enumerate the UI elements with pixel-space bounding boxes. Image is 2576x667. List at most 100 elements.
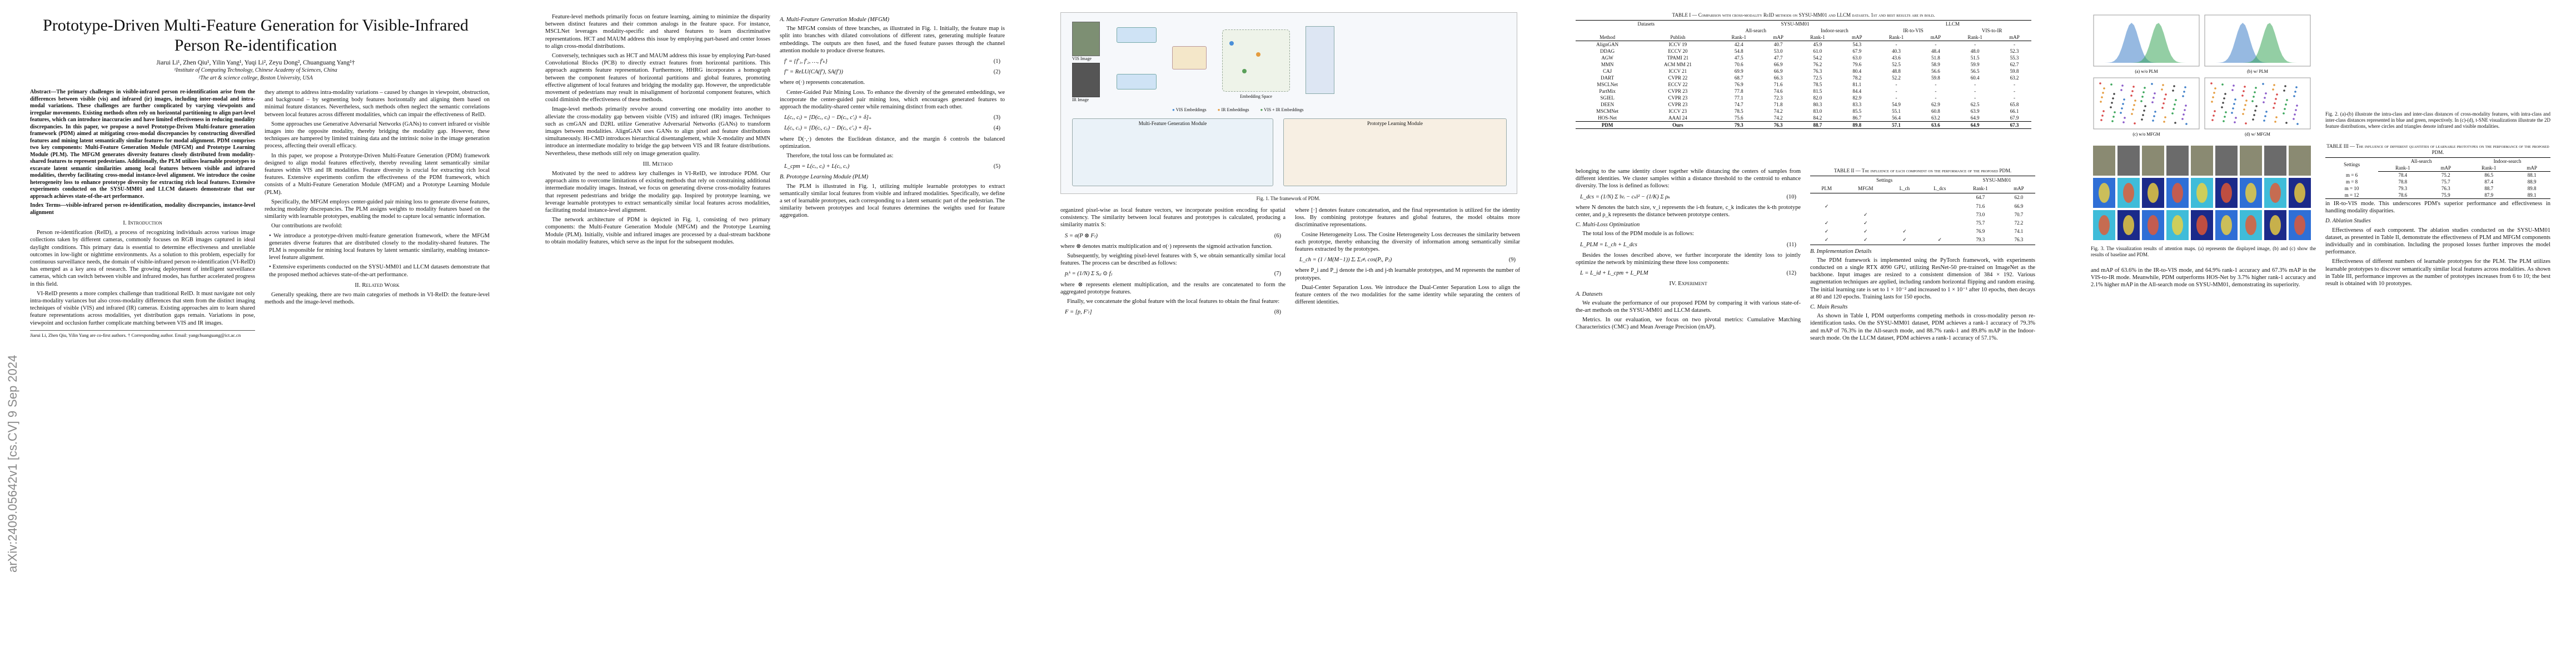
equation: pᵢᵏ = (1/N) Σ Sᵢⱼ ⊙ fⱼ(7)	[1065, 271, 1281, 277]
figure-2-caption: Fig. 2. (a)-(b) illustrate the intra-cla…	[2325, 111, 2550, 129]
tsne-point	[2254, 91, 2256, 93]
table-cell	[1888, 202, 1921, 211]
tsne-point	[2233, 103, 2235, 105]
table-cell: TPAMI 21	[1667, 55, 1689, 61]
tsne-point	[2223, 120, 2225, 122]
vis-ir-embedding-dot	[1242, 69, 1247, 73]
table-cell	[1888, 211, 1921, 219]
table-cell: 85.5	[1852, 108, 1862, 114]
table-1-grid: Datasets SYSU-MM01 LLCM All-search Indoo…	[1576, 20, 2031, 129]
table-cell: 78.5	[1813, 82, 1822, 87]
table-cell: CVPR 23	[1668, 95, 1688, 101]
tsne-point	[2141, 96, 2144, 98]
figure-1-caption: Fig. 1. The framework of PDM.	[1256, 196, 1321, 201]
equation: L(cᵢ, cᵥ) = [D(cᵢ, cᵥ) − D(cᵢ, c′ᵥ) + δ]…	[784, 125, 1000, 132]
paragraph: Specifically, the MFGM employs center-gu…	[265, 198, 490, 220]
figure-3-caption: Fig. 3. The visualization results of att…	[2091, 246, 2316, 257]
attention-hotspot	[2148, 183, 2159, 203]
tsne-point	[2133, 104, 2135, 106]
table-cell: -	[2014, 95, 2016, 101]
tsne-point	[2132, 86, 2135, 88]
table-cell: 52.5	[1892, 62, 1901, 67]
table-cell: AAAI 24	[1668, 115, 1687, 121]
page5-left-column: and mAP of 63.6% in the IR-to-VIS mode, …	[2091, 267, 2316, 650]
tsne-point	[2296, 123, 2299, 125]
tsne-point	[2223, 97, 2225, 99]
section-heading: IV. Experiment	[1669, 280, 1707, 287]
tsne-point	[2131, 113, 2133, 115]
table-cell: 45.9	[1813, 42, 1822, 47]
table-header: mAP	[2002, 185, 2035, 194]
page-2: Feature-level methods primarily focus on…	[515, 0, 1030, 667]
equation: L_dcs = (1/N) Σ ‖vᵢ − cₖ‖² − (1/K) Σ ρₖ(…	[1580, 193, 1796, 200]
tsne-point	[2153, 97, 2155, 99]
mfgm-diagram: Multi-Feature Generation Module	[1072, 118, 1273, 186]
table-cell	[1810, 193, 1843, 202]
table-cell: -	[2014, 88, 2016, 94]
vis-backbone-block	[1117, 27, 1157, 43]
paragraph: Subsequently, by weighting pixel-level f…	[1060, 253, 1285, 267]
tsne-point	[2184, 86, 2186, 88]
table-cell: 84.2	[1813, 115, 1822, 121]
table-cell: DDAG	[1600, 48, 1615, 54]
paragraph: Finally, we concatenate the global featu…	[1067, 298, 1280, 305]
table-cell: CVPR 23	[1668, 88, 1688, 94]
table-cell: 81.5	[1813, 88, 1822, 94]
table-header: Rank-1	[2464, 165, 2514, 172]
panel-frame	[2204, 77, 2311, 130]
figure-1-framework: VIS Image IR Image Embedding Space ● VIS…	[1060, 12, 1517, 194]
table-cell: 77.1	[1734, 95, 1743, 101]
tsne-point	[2245, 99, 2248, 102]
tsne-point	[2151, 101, 2154, 103]
tsne-point	[2140, 100, 2142, 102]
paragraph: Effectiveness of each component. The abl…	[2325, 227, 2550, 256]
paragraph: Image-level methods primarily revolve ar…	[545, 106, 770, 157]
tsne-point	[2143, 109, 2145, 112]
table-cell: ✓	[1824, 228, 1829, 235]
table-cell: -	[2014, 82, 2016, 87]
table-cell: 62.0	[2014, 195, 2024, 201]
paragraph: The MFGM consists of three branches, as …	[780, 26, 1005, 54]
section-heading: III. Method	[642, 160, 673, 167]
table-cell: 70.6	[1734, 62, 1743, 67]
tsne-point	[2295, 109, 2297, 111]
table-cell: m = 10	[2344, 186, 2359, 191]
page-4: TABLE I — Comparison with cross-modality…	[1546, 0, 2061, 667]
table-cell: Ours	[1639, 121, 1717, 129]
table-cell: 82.9	[1852, 95, 1862, 101]
figure-2-plots: (a) w/o PLM(b) w/ PLM(c) w/o MFGM(d) w/ …	[2093, 14, 2311, 137]
tsne-point	[2142, 91, 2145, 93]
table-cell: SGIEL	[1600, 95, 1615, 101]
paragraph: The network architecture of PDM is depic…	[545, 217, 770, 245]
table-cell: 63.6	[1919, 121, 1953, 129]
table-header: mAP	[1761, 34, 1796, 41]
attention-hotspot	[2099, 215, 2110, 235]
table-cell: 79.3	[1716, 121, 1762, 129]
tsne-point	[2123, 98, 2125, 101]
paragraph: where σ(·) represents concatenation.	[780, 79, 865, 86]
distribution-curve	[2208, 23, 2307, 63]
attention-hotspot	[2221, 215, 2232, 235]
table-cell: 76.2	[1813, 62, 1822, 67]
equation: L = L_id + L_cpm + L_PLM(12)	[1580, 270, 1796, 277]
tsne-point	[2173, 108, 2175, 110]
attention-hotspot	[2196, 183, 2208, 203]
figure-2-panel: (b) w/ PLM	[2204, 14, 2311, 74]
table-cell: 54.2	[1813, 55, 1822, 61]
page3-right-column: where [·] denotes feature concatenation,…	[1295, 207, 1520, 651]
paragraph: where P_i and P_j denote the i-th and j-…	[1295, 267, 1520, 281]
table-cell: 67.9	[1852, 48, 1862, 54]
table-cell: 77.8	[1734, 88, 1743, 94]
tsne-point	[2124, 117, 2126, 119]
table-cell: 89.8	[1840, 121, 1874, 129]
table-header: L_dcs	[1921, 185, 1959, 194]
attention-hotspot	[2123, 183, 2134, 203]
table-header: Settings	[2325, 157, 2379, 172]
equation: S = σ(P ⊗ Fₗ)(6)	[1065, 232, 1281, 239]
tsne-point	[2296, 104, 2298, 107]
table-cell: 64.9	[1970, 115, 1980, 121]
